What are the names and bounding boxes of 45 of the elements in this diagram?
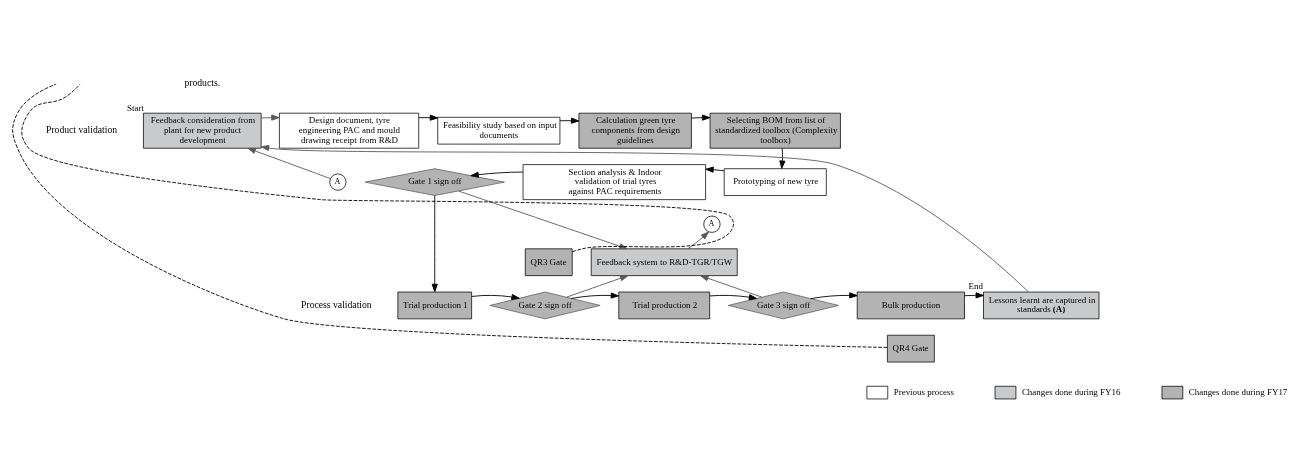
arrow [247, 147, 331, 180]
arrow [559, 117, 580, 124]
connector [21, 83, 734, 253]
arrow [260, 114, 280, 121]
node-box: Trial production 1 [397, 291, 472, 320]
node-box: Trial production 2 [618, 291, 711, 320]
node-box: Bulk production [856, 291, 965, 320]
node-label: End [968, 281, 984, 292]
arrow [709, 294, 758, 301]
node-box: Section analysis & Indoor validation of trial tyres against PAC requirements [522, 164, 706, 200]
node-box: Design document, tyre engineering PAC and mould drawing receipt from R&D [279, 112, 420, 149]
node-box: Feedback system to R&D-TGR/TGW [590, 248, 738, 276]
arrow [964, 292, 984, 299]
arrow [687, 231, 710, 250]
label: Product validation [45, 124, 118, 136]
arrow [431, 195, 438, 293]
node-box: Feasibility study based on input documents [437, 116, 561, 145]
arrow [691, 114, 711, 121]
arrow [566, 275, 629, 298]
node-box: Prototyping of new tyre [723, 168, 827, 196]
node-circle: A [703, 215, 721, 233]
connector [12, 83, 888, 348]
arrow [700, 275, 763, 298]
label: products. [184, 76, 221, 88]
arrow [471, 293, 520, 300]
arrow [571, 292, 620, 299]
arrow [470, 171, 524, 178]
arrow [779, 147, 786, 169]
node-box: QR4 Gate [887, 334, 935, 363]
node-box: Lessons learnt are captured in standards (A) [983, 291, 1100, 320]
node-box: QR3 Gate [524, 248, 573, 276]
node-label: Start [127, 102, 144, 113]
node-box: Selecting BOM from list of standardized toolbox (Complexity toolbox) [709, 112, 841, 149]
label: Process validation [301, 298, 372, 310]
arrow [705, 166, 725, 173]
arrow [260, 145, 1029, 293]
legend-label: Previous process [893, 386, 955, 397]
arrow [418, 114, 439, 121]
legend-label: Changes done during FY16 [1021, 386, 1121, 397]
legend-label: Changes done during FY17 [1188, 386, 1288, 397]
node-box: Calculation green tyre components from design guidelines [578, 112, 692, 149]
node-circle: A [329, 173, 347, 191]
arrow [458, 190, 628, 250]
arrow [810, 292, 858, 300]
node-box: Feedback consideration from plant for new product development [143, 112, 262, 149]
